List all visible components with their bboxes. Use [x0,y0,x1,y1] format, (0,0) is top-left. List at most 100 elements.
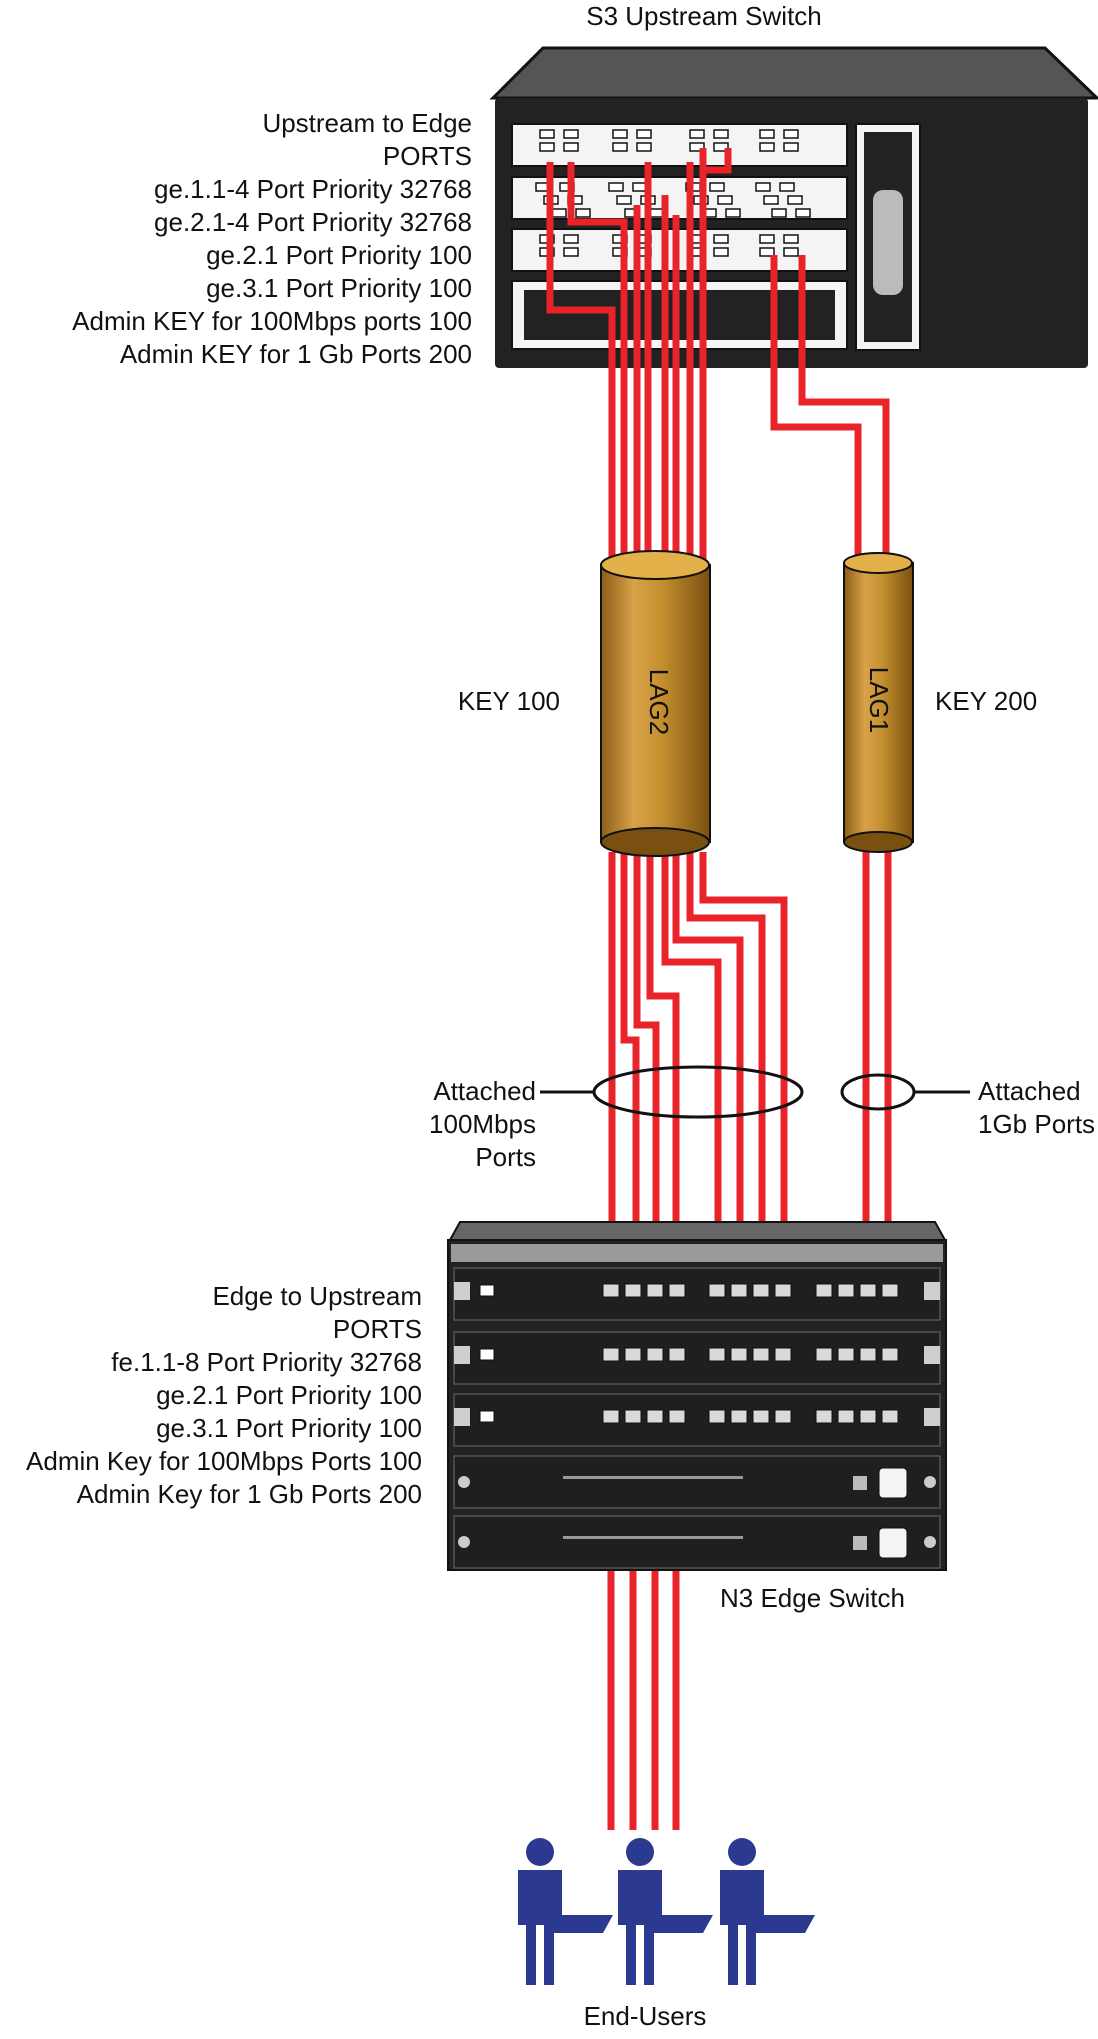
console-port [479,1410,495,1423]
power-socket [878,1467,908,1499]
screw [458,1536,470,1548]
power-led [853,1476,867,1490]
switch-port [563,234,579,244]
slot-handle [454,1282,470,1300]
slot-bar [563,1476,743,1479]
switch-port [689,129,705,139]
ethernet-port [602,1283,620,1298]
cable [699,852,788,1278]
cable [686,852,766,1278]
end-users-label: End-Users [584,2001,707,2031]
slot-handle [454,1346,470,1364]
switch-port [563,247,579,257]
lag1-cylinder [843,552,914,853]
upstream-label-ge21-4: ge.2.1-4 Port Priority 32768 [154,207,472,237]
user-body [618,1870,662,1985]
switch-port [759,234,775,244]
lag1-label: LAG1 [864,667,894,734]
edge-slot [453,1267,941,1321]
ethernet-port [881,1347,899,1362]
ethernet-port [815,1283,833,1298]
upstream-label-admin-1gb: Admin KEY for 1 Gb Ports 200 [120,339,472,369]
lag1-key-label: KEY 200 [935,686,1037,716]
edge-label-admin-1gb: Admin Key for 1 Gb Ports 200 [77,1479,422,1509]
screw [924,1536,936,1548]
ethernet-port [837,1347,855,1362]
ethernet-port [668,1283,686,1298]
ethernet-port [752,1347,770,1362]
upstream-label-admin-100: Admin KEY for 100Mbps ports 100 [72,306,472,336]
user-head [526,1838,554,1866]
edge-label-ports: PORTS [333,1314,422,1344]
edge-label-heading: Edge to Upstream [212,1281,422,1311]
switch-port [787,195,803,205]
console-port [479,1348,495,1361]
attached-left-line2: 100Mbps [429,1109,536,1139]
switch-port [759,129,775,139]
console-port [479,1284,495,1297]
ethernet-port [859,1409,877,1424]
ethernet-port [668,1347,686,1362]
switch-port [763,195,779,205]
switch-port [539,142,555,152]
switch-port [709,182,725,192]
ethernet-port [646,1409,664,1424]
ethernet-port [624,1283,642,1298]
switch-port [551,208,567,218]
ethernet-port [602,1347,620,1362]
switch-port [612,142,628,152]
attached-1gb-ring [840,1073,916,1111]
cable [672,852,744,1278]
cable [703,148,732,174]
slot-bar [563,1536,743,1539]
user-icon [518,1838,613,1985]
power-led [853,1536,867,1550]
edge-label-admin-100: Admin Key for 100Mbps Ports 100 [26,1446,422,1476]
attached-left-line1: Attached [433,1076,536,1106]
ethernet-port [859,1347,877,1362]
switch-port [689,142,705,152]
lag2-cylinder [600,550,711,857]
user-body [720,1870,764,1985]
switch-port [575,208,591,218]
upstream-label-ge21: ge.2.1 Port Priority 100 [206,240,472,270]
ethernet-port [752,1409,770,1424]
ethernet-port [624,1409,642,1424]
switch-port [713,142,729,152]
slot-handle [924,1408,940,1426]
screw [924,1476,936,1488]
switch-port [779,182,795,192]
ethernet-port [708,1409,726,1424]
ethernet-port [815,1409,833,1424]
ethernet-port [668,1409,686,1424]
slot-handle [924,1346,940,1364]
ethernet-port [774,1347,792,1362]
cable [546,162,616,560]
user-body [518,1870,562,1985]
ethernet-port [646,1347,664,1362]
ethernet-port [708,1283,726,1298]
ethernet-port [774,1283,792,1298]
switch-port [783,234,799,244]
user-laptop [648,1915,713,1933]
ethernet-port [730,1283,748,1298]
user-laptop [750,1915,815,1933]
slot-handle [454,1408,470,1426]
cable [646,852,680,1278]
switch-port [713,234,729,244]
ethernet-port [837,1409,855,1424]
switch-port [563,142,579,152]
attached-left-line3: Ports [475,1142,536,1172]
ethernet-port [815,1347,833,1362]
ethernet-port [881,1283,899,1298]
switch-port [795,208,811,218]
switch-port [717,195,733,205]
user-laptop [548,1915,613,1933]
switch-port [759,247,775,257]
ethernet-port [602,1409,620,1424]
edge-switch [447,1221,947,1571]
user-head [626,1838,654,1866]
ethernet-port [730,1347,748,1362]
lag2-label: LAG2 [644,669,674,736]
